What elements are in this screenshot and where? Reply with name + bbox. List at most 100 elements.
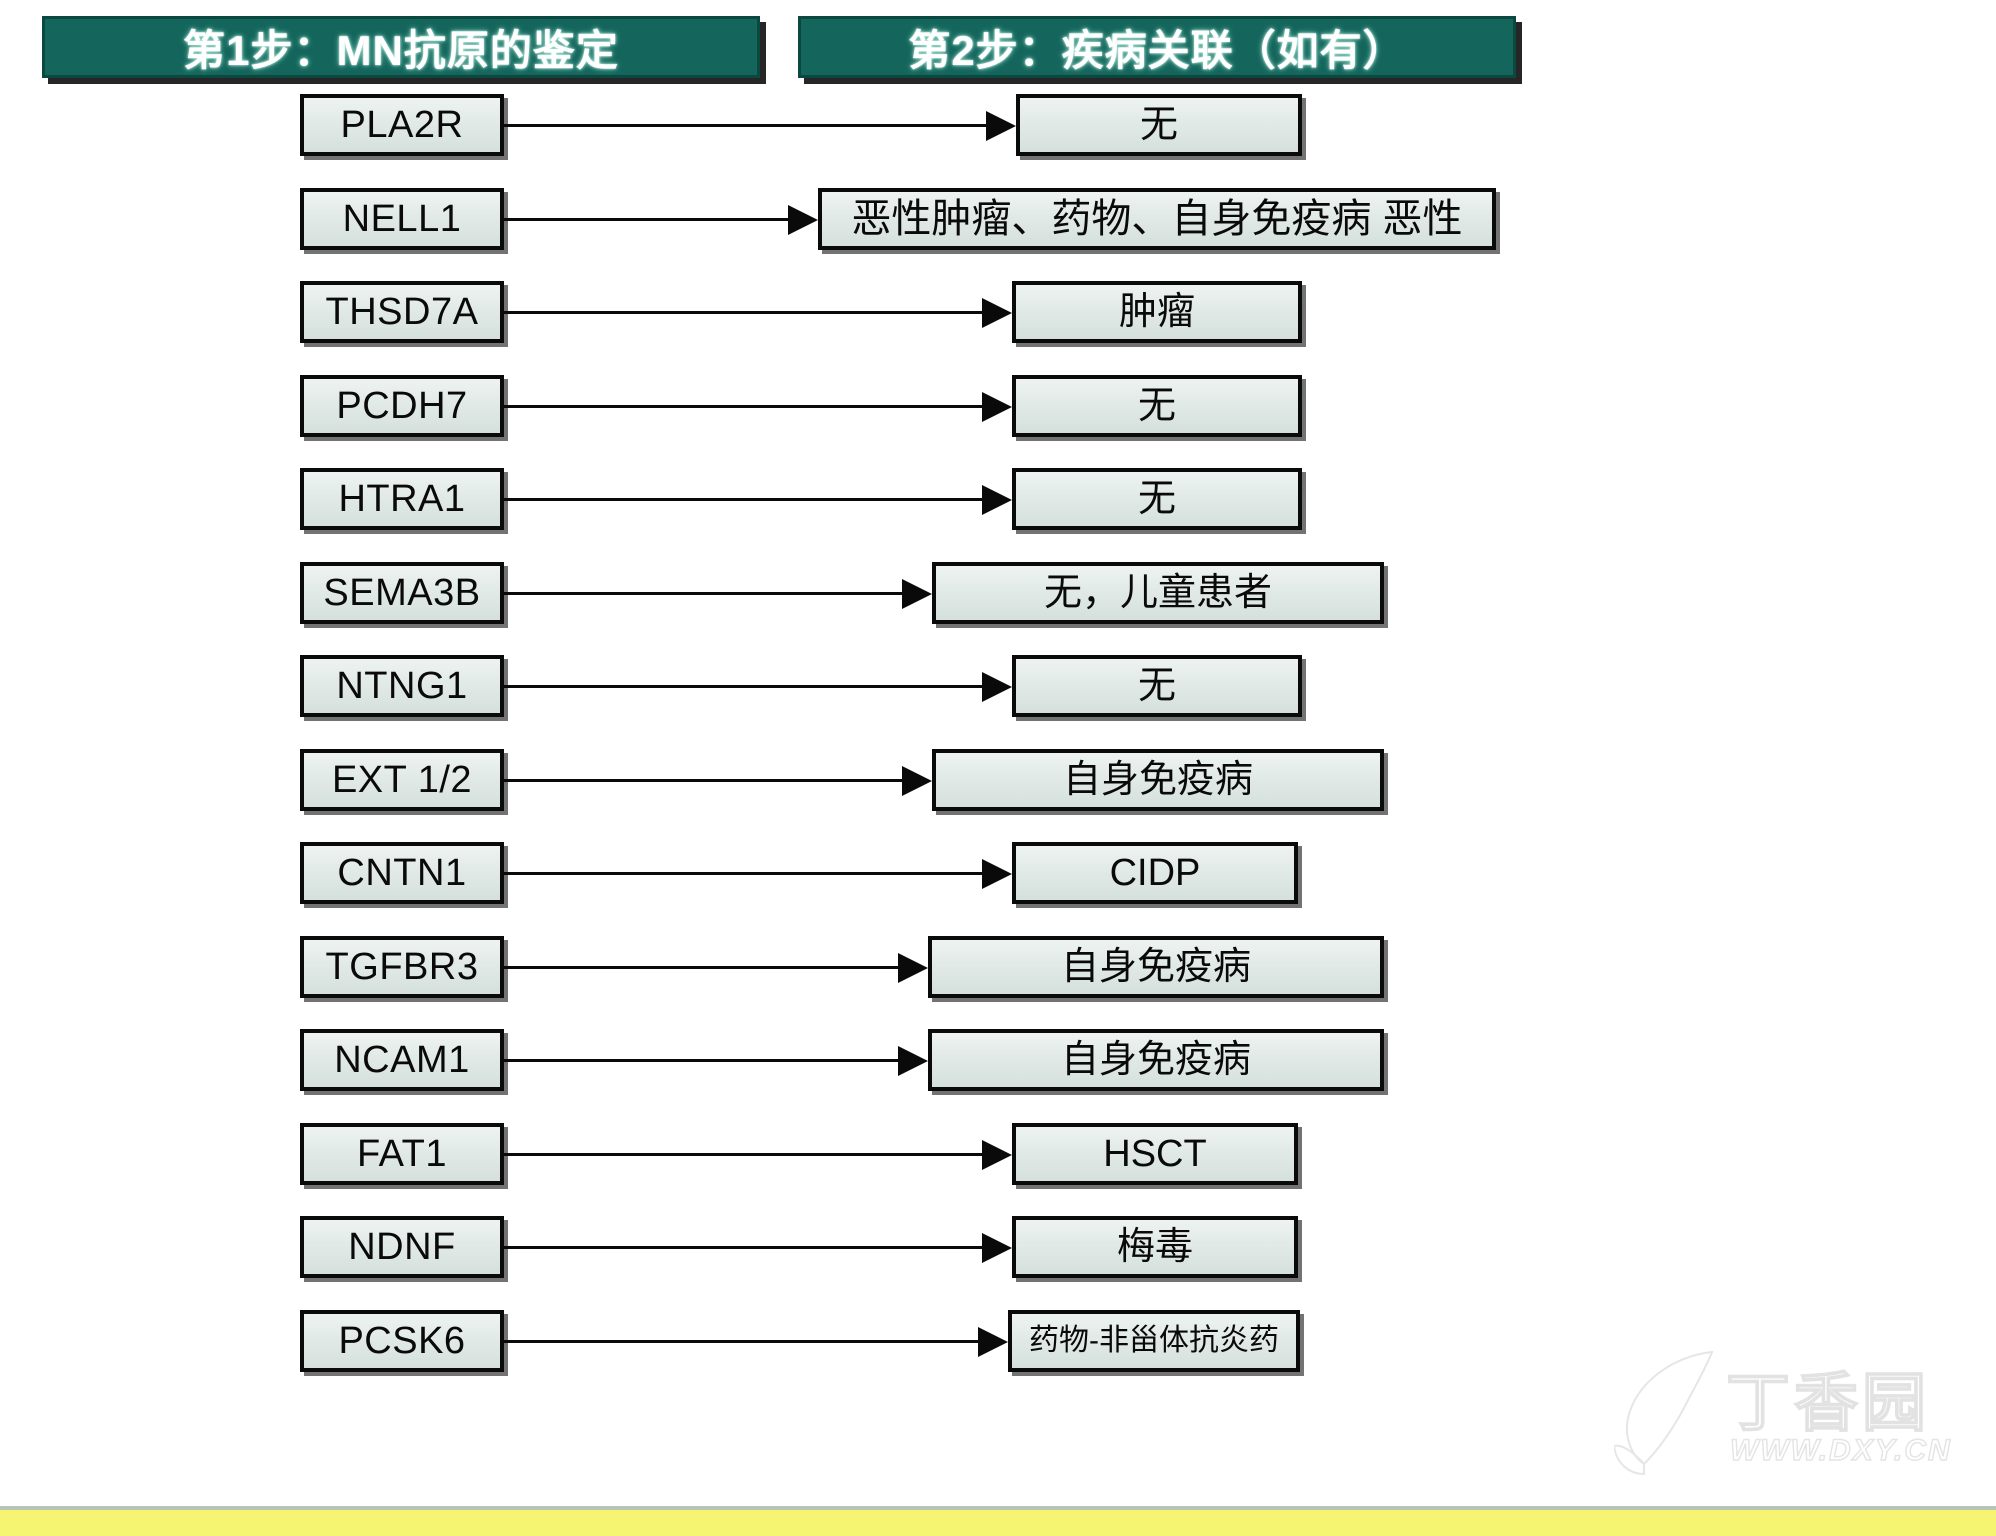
association-label: 自身免疫病 [1062, 758, 1253, 801]
flow-row: HTRA1 无 [0, 464, 1996, 542]
flow-row: NTNG1 无 [0, 651, 1996, 729]
flow-row: NDNF 梅毒 [0, 1212, 1996, 1290]
connector-line [504, 1246, 982, 1249]
association-node[interactable]: 肿瘤 [1012, 281, 1302, 343]
arrow-head-icon [982, 1139, 1012, 1170]
step1-banner: 第1步：MN抗原的鉴定 [42, 16, 760, 78]
association-node[interactable]: 自身免疫病 [928, 935, 1384, 998]
antigen-label: NCAM1 [334, 1039, 470, 1081]
association-label: 无 [1139, 104, 1178, 146]
arrow-head-icon [986, 111, 1016, 141]
antigen-label: PCSK6 [338, 1319, 466, 1362]
flow-row: EXT 1/2 自身免疫病 [0, 745, 1996, 823]
flow-row: TGFBR3 自身免疫病 [0, 932, 1996, 1010]
association-label: 无 [1137, 478, 1176, 520]
association-label: 自身免疫病 [1060, 1039, 1251, 1081]
association-node[interactable]: 无，儿童患者 [932, 561, 1384, 624]
flow-row: NELL1 恶性肿瘤、药物、自身免疫病 恶性 [0, 184, 1996, 262]
association-label: CIDP [1109, 852, 1201, 894]
connector-line [504, 404, 982, 408]
antigen-label: NTNG1 [336, 665, 468, 707]
antigen-label: HTRA1 [338, 478, 466, 520]
flow-row: CNTN1 CIDP [0, 838, 1996, 916]
association-node[interactable]: 无 [1012, 374, 1302, 437]
step1-banner-label: 第1步：MN抗原的鉴定 [183, 26, 619, 74]
antigen-node[interactable]: NDNF [300, 1216, 504, 1278]
association-label: 肿瘤 [1118, 291, 1195, 333]
flow-row: PCSK6 药物-非甾体抗炎药 [0, 1306, 1996, 1384]
flow-row: FAT1 HSCT [0, 1119, 1996, 1197]
antigen-node[interactable]: FAT1 [300, 1122, 504, 1185]
association-label: 自身免疫病 [1060, 945, 1251, 988]
association-label: HSCT [1103, 1132, 1207, 1175]
antigen-node[interactable]: PLA2R [300, 94, 504, 156]
antigen-label: NELL1 [342, 197, 462, 240]
flow-row: PLA2R 无 [0, 90, 1996, 168]
antigen-node[interactable]: NTNG1 [300, 655, 504, 717]
flow-diagram: PLA2R 无 NELL1 恶性肿瘤、药物、自身免疫病 恶性 THSD7A 肿瘤 PCDH7… [0, 90, 1996, 1400]
association-node[interactable]: 无 [1012, 655, 1302, 717]
connector-line [504, 778, 902, 782]
connector-line [504, 217, 788, 221]
association-label: 无，儿童患者 [1043, 571, 1272, 614]
step2-banner-label: 第2步：疾病关联（如有） [908, 26, 1406, 74]
antigen-node[interactable]: NELL1 [300, 187, 504, 250]
association-node[interactable]: 无 [1016, 94, 1302, 156]
connector-line [504, 1152, 982, 1156]
flow-row: PCDH7 无 [0, 371, 1996, 449]
connector-line [504, 872, 982, 875]
antigen-label: PCDH7 [336, 384, 468, 427]
association-label: 无 [1137, 665, 1176, 707]
antigen-label: THSD7A [325, 291, 479, 333]
association-node[interactable]: 梅毒 [1012, 1216, 1298, 1278]
association-label: 梅毒 [1116, 1226, 1193, 1268]
antigen-node[interactable]: SEMA3B [300, 561, 504, 624]
antigen-node[interactable]: PCSK6 [300, 1309, 504, 1372]
arrow-head-icon [978, 1326, 1008, 1357]
association-node[interactable]: 恶性肿瘤、药物、自身免疫病 恶性 [818, 187, 1496, 250]
antigen-node[interactable]: EXT 1/2 [300, 748, 504, 811]
antigen-label: EXT 1/2 [331, 758, 473, 801]
antigen-label: TGFBR3 [325, 945, 479, 988]
arrow-head-icon [982, 672, 1012, 702]
arrow-head-icon [788, 204, 818, 235]
antigen-label: SEMA3B [323, 571, 481, 614]
antigen-label: CNTN1 [337, 852, 467, 894]
antigen-label: NDNF [348, 1226, 456, 1268]
bottom-accent-strip [0, 1506, 1996, 1536]
connector-line [504, 124, 986, 127]
antigen-node[interactable]: HTRA1 [300, 468, 504, 530]
connector-line [504, 1339, 978, 1343]
connector-line [504, 965, 898, 969]
association-node[interactable]: HSCT [1012, 1122, 1298, 1185]
watermark-url: WWW.DXY.CN [1729, 1433, 1952, 1467]
flow-row: SEMA3B 无，儿童患者 [0, 558, 1996, 636]
association-node[interactable]: CIDP [1012, 842, 1298, 904]
antigen-node[interactable]: TGFBR3 [300, 935, 504, 998]
arrow-head-icon [982, 485, 1012, 515]
flow-row: NCAM1 自身免疫病 [0, 1025, 1996, 1103]
arrow-head-icon [982, 391, 1012, 422]
step2-banner: 第2步：疾病关联（如有） [798, 16, 1516, 78]
antigen-node[interactable]: THSD7A [300, 281, 504, 343]
arrow-head-icon [982, 1233, 1012, 1263]
association-node[interactable]: 药物-非甾体抗炎药 [1008, 1309, 1300, 1372]
association-node[interactable]: 无 [1012, 468, 1302, 530]
arrow-head-icon [982, 859, 1012, 889]
arrow-head-icon [902, 578, 932, 609]
association-node[interactable]: 自身免疫病 [932, 748, 1384, 811]
antigen-node[interactable]: PCDH7 [300, 374, 504, 437]
association-label: 药物-非甾体抗炎药 [1029, 1323, 1279, 1357]
connector-line [504, 1059, 898, 1062]
antigen-node[interactable]: NCAM1 [300, 1029, 504, 1091]
association-node[interactable]: 自身免疫病 [928, 1029, 1384, 1091]
connector-line [504, 498, 982, 501]
antigen-node[interactable]: CNTN1 [300, 842, 504, 904]
antigen-label: PLA2R [340, 104, 464, 146]
arrow-head-icon [898, 952, 928, 983]
connector-line [504, 591, 902, 595]
arrow-head-icon [902, 765, 932, 796]
antigen-label: FAT1 [357, 1132, 447, 1175]
arrow-head-icon [982, 298, 1012, 328]
arrow-head-icon [898, 1046, 928, 1076]
